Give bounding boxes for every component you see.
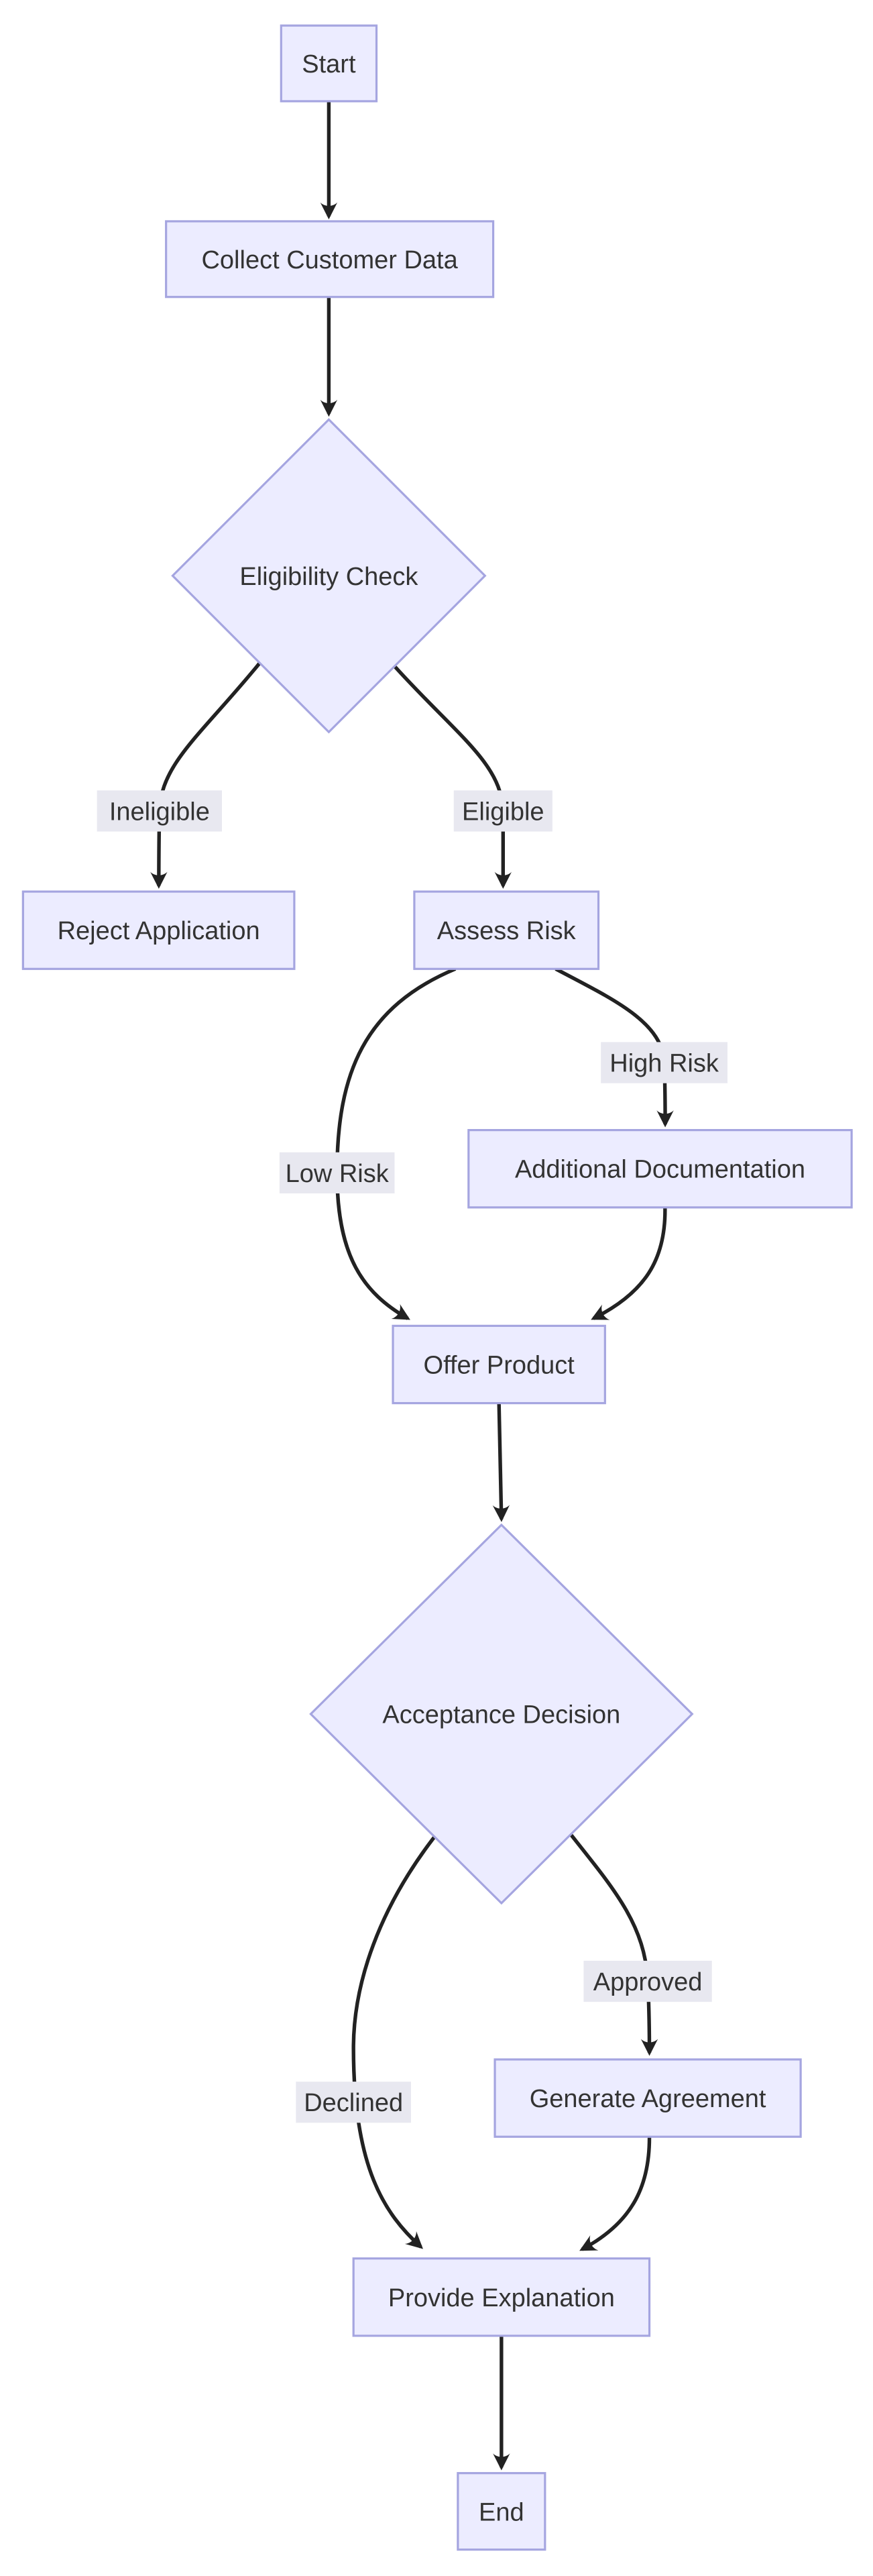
edge-label-approved-bg (583, 1960, 712, 2002)
node-layer: Start Collect Customer Data Eligibility … (21, 24, 853, 2551)
edge-label-low-risk: Low Risk (279, 1152, 395, 1194)
edge-label-approved-text: Approved (593, 1968, 703, 1996)
edge-label-high-risk-bg (601, 1042, 728, 1083)
edge-label-high-risk: High Risk (601, 1042, 728, 1083)
edge-label-high-risk-text: High Risk (609, 1050, 719, 1078)
node-offer-product-label: Offer Product (424, 1352, 575, 1380)
node-eligibility-check-label: Eligibility Check (239, 563, 418, 591)
node-acceptance-decision-label: Acceptance Decision (382, 1701, 620, 1729)
edge-label-ineligible: Ineligible (97, 790, 223, 832)
node-offer-product-shape (392, 1324, 606, 1405)
node-provide-explanation-shape (352, 2257, 651, 2337)
node-reject-application: Reject Application (21, 890, 296, 970)
node-start: Start (280, 24, 378, 103)
node-additional-documentation-shape (467, 1129, 853, 1209)
edge-adddoc-offer (591, 1207, 667, 1320)
edge-label-eligible-bg (453, 790, 552, 832)
node-start-shape (280, 24, 378, 103)
edge-eligibility-assess (393, 665, 512, 889)
node-assess-risk-shape (413, 890, 600, 970)
node-eligibility-check: Eligibility Check (171, 418, 487, 734)
node-acceptance-decision: Acceptance Decision (309, 1523, 694, 1905)
edge-label-low-risk-bg (279, 1152, 395, 1194)
node-additional-documentation: Additional Documentation (467, 1129, 853, 1209)
node-end-shape (457, 2472, 546, 2551)
edge-label-declined-text: Declined (304, 2089, 403, 2117)
node-generate-agreement-shape (493, 2058, 802, 2138)
edge-label-layer: Ineligible Eligible High Risk Low Risk A… (97, 790, 728, 2123)
edge-label-eligible-text: Eligible (462, 798, 544, 826)
node-provide-explanation-label: Provide Explanation (388, 2284, 615, 2312)
node-acceptance-decision-shape (309, 1523, 694, 1905)
edge-generate-explain (579, 2137, 652, 2251)
edge-label-ineligible-text: Ineligible (109, 798, 210, 826)
edge-acceptance-explain (351, 1836, 436, 2249)
node-end-label: End (479, 2499, 524, 2527)
edge-eligibility-reject (150, 661, 261, 889)
node-assess-risk: Assess Risk (413, 890, 600, 970)
node-provide-explanation: Provide Explanation (352, 2257, 651, 2337)
node-eligibility-check-shape (171, 418, 487, 734)
node-collect-customer-data: Collect Customer Data (165, 220, 495, 299)
edge-label-declined: Declined (296, 2082, 411, 2123)
node-collect-customer-data-shape (165, 220, 495, 299)
edge-label-low-risk-text: Low Risk (286, 1160, 390, 1188)
edge-label-approved: Approved (583, 1960, 712, 2002)
edge-label-eligible: Eligible (453, 790, 552, 832)
node-reject-application-label: Reject Application (58, 917, 260, 945)
edge-label-ineligible-bg (97, 790, 223, 832)
node-start-label: Start (302, 50, 356, 78)
node-additional-documentation-label: Additional Documentation (515, 1156, 805, 1184)
node-assess-risk-label: Assess Risk (437, 917, 577, 945)
edge-assess-offer (335, 967, 457, 1320)
node-reject-application-shape (21, 890, 296, 970)
node-end: End (457, 2472, 546, 2551)
edge-offer-acceptance (492, 1403, 510, 1522)
node-generate-agreement-label: Generate Agreement (530, 2085, 766, 2113)
edge-acceptance-generate (569, 1833, 658, 2056)
node-generate-agreement: Generate Agreement (493, 2058, 802, 2138)
node-collect-customer-data-label: Collect Customer Data (201, 246, 458, 274)
edge-label-declined-bg (296, 2082, 411, 2123)
node-offer-product: Offer Product (392, 1324, 606, 1405)
